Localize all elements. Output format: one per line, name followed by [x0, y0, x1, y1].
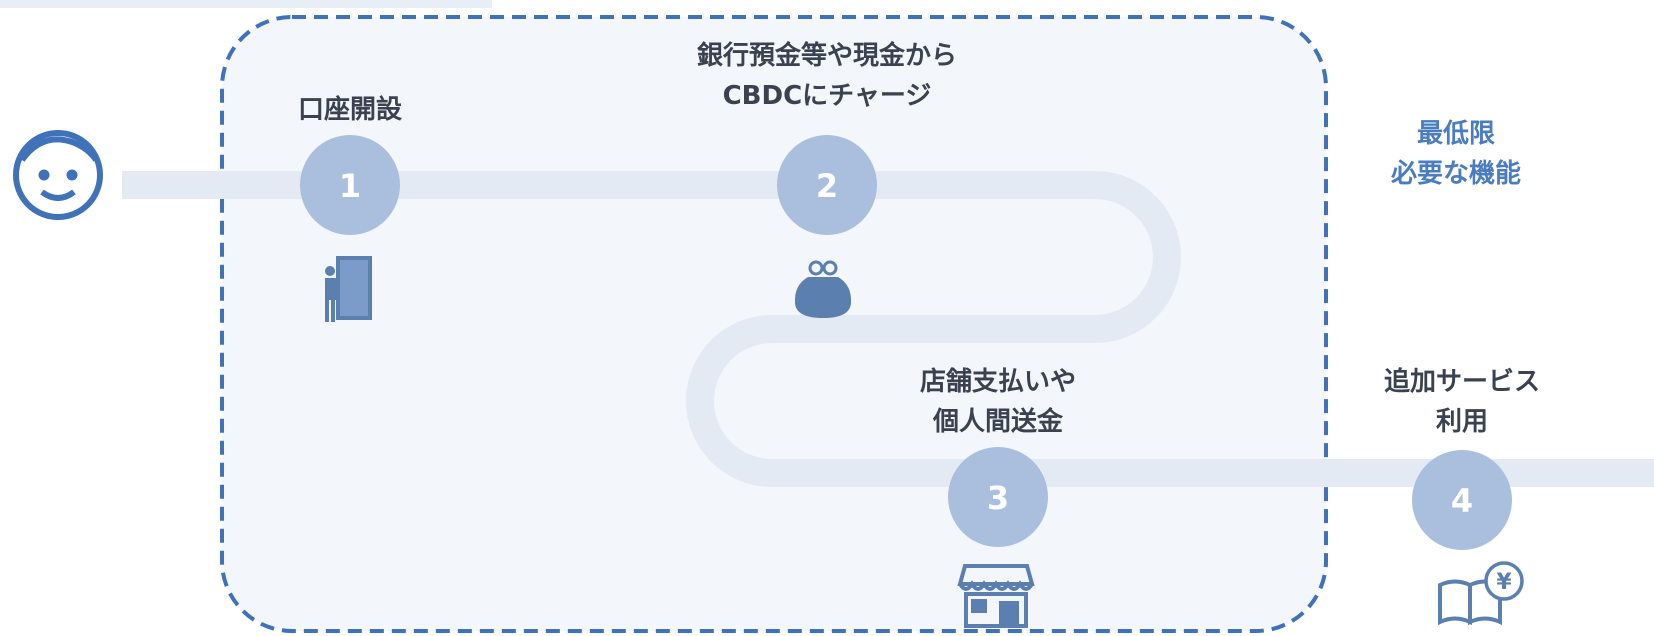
smiling-face-icon: [13, 130, 103, 220]
step-3: 3: [948, 447, 1048, 547]
top-bar-fragment: [0, 0, 492, 8]
step-1: 1: [300, 135, 400, 235]
step-4-label: 追加サービス 利用: [1332, 362, 1592, 442]
coin-purse-icon: [794, 260, 852, 318]
yen-symbol: ¥: [1496, 570, 1512, 595]
step-1-number: 1: [339, 167, 361, 205]
journey-path: [122, 171, 1654, 487]
step-2-number: 2: [816, 167, 838, 205]
step-3-label-line-2: 個人間送金: [932, 407, 1063, 437]
step-3-label: 店舗支払いや 個人間送金: [838, 362, 1158, 442]
step-2-label: 銀行預金等や現金から CBDCにチャージ: [617, 36, 1037, 116]
step-2-circle: [777, 135, 877, 235]
step-3-number: 3: [987, 479, 1009, 517]
zone-label-line-1: 最低限: [1416, 119, 1495, 149]
door-person-icon: [325, 256, 372, 322]
step-4: 4: [1412, 450, 1512, 550]
storefront-icon: [957, 564, 1035, 628]
zone-label: 最低限 必要な機能: [1336, 114, 1576, 194]
step-1-label-line: 口座開設: [297, 95, 402, 125]
step-4-number: 4: [1451, 482, 1473, 520]
step-2: 2: [777, 135, 877, 235]
step-2-label-line-2: CBDCにチャージ: [722, 81, 932, 111]
step-3-circle: [948, 447, 1048, 547]
book-yen-icon: ¥: [1438, 561, 1524, 626]
step-1-label: 口座開設: [250, 90, 450, 130]
step-4-label-line-2: 利用: [1435, 407, 1488, 437]
step-2-label-line-1: 銀行預金等や現金から: [696, 41, 957, 71]
step-3-label-line-1: 店舗支払いや: [919, 367, 1076, 397]
step-4-label-line-1: 追加サービス: [1383, 367, 1540, 397]
step-4-circle: [1412, 450, 1512, 550]
zone-label-line-2: 必要な機能: [1390, 159, 1521, 189]
step-1-circle: [300, 135, 400, 235]
